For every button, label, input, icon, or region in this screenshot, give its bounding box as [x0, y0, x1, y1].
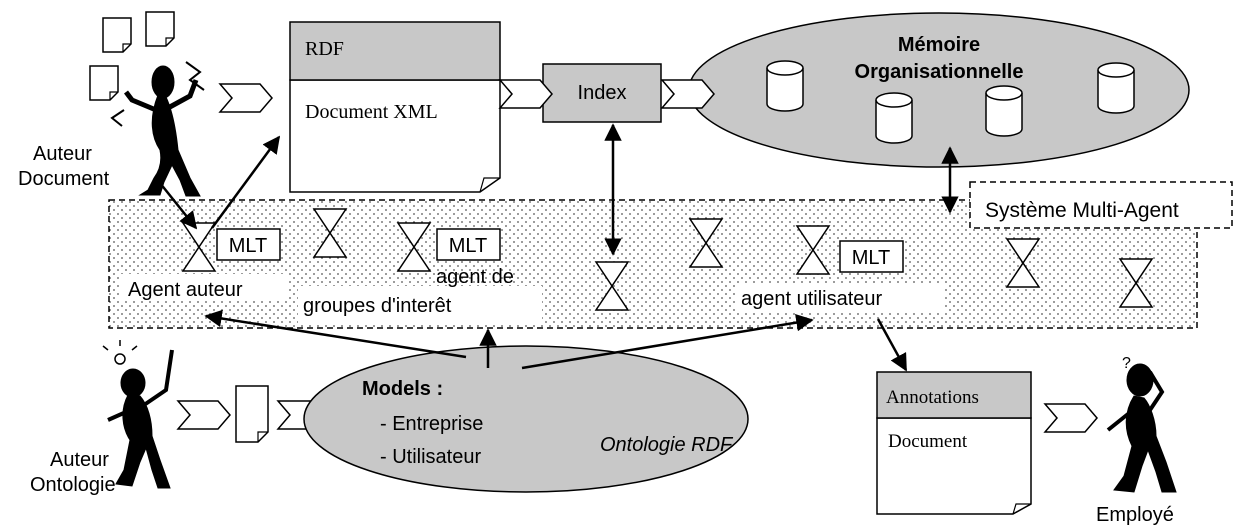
svg-text:RDF: RDF — [305, 38, 344, 60]
svg-text:MLT: MLT — [229, 235, 268, 257]
document-icon — [89, 65, 119, 101]
system-multi-agent-label: Système Multi-Agent — [969, 181, 1233, 229]
author-document-label: Auteur — [33, 143, 92, 165]
author-ontology-figure-icon — [102, 340, 174, 489]
document-icon — [235, 385, 269, 443]
connection-arrows — [155, 123, 959, 372]
database-icon — [875, 92, 913, 144]
svg-text:Ontologie RDF: Ontologie RDF — [600, 434, 734, 456]
flow-chevron-icon — [177, 400, 231, 430]
svg-text:MLT: MLT — [449, 235, 488, 257]
author-ontology-label: Auteur — [50, 449, 109, 471]
agent-user-label: agent utilisateur — [741, 288, 883, 310]
svg-text:Models :: Models : — [362, 378, 443, 400]
document-icon — [145, 11, 175, 47]
employee-label: Employé — [1096, 504, 1174, 526]
svg-text:MLT: MLT — [852, 247, 891, 269]
mlt-box: MLT — [436, 228, 501, 261]
svg-text:Mémoire: Mémoire — [898, 34, 980, 56]
mlt-box: MLT — [839, 240, 904, 273]
index-box: Index — [542, 63, 662, 123]
agent-interest-label-1: agent de — [436, 266, 514, 288]
svg-text:Document: Document — [888, 431, 968, 452]
flow-chevron-icon — [219, 83, 273, 113]
svg-text:Document XML: Document XML — [305, 101, 438, 123]
svg-text:Index: Index — [578, 82, 627, 104]
organisational-memory: Mémoire Organisationnelle — [688, 12, 1190, 168]
flow-chevron-icon — [499, 79, 553, 109]
ontology-models: Models : - Entreprise - Utilisateur Onto… — [303, 345, 749, 493]
database-icon — [985, 85, 1023, 137]
author-ontology-label: Ontologie — [30, 474, 116, 496]
annotations-header — [876, 371, 1032, 419]
author-document-figure-icon — [110, 61, 205, 197]
flow-chevron-icon — [1044, 403, 1098, 433]
database-icon — [766, 60, 804, 112]
rdf-header — [289, 21, 501, 81]
flow-chevron-icon — [661, 79, 715, 109]
agent-author-label: Agent auteur — [128, 279, 243, 301]
svg-text:Organisationnelle: Organisationnelle — [855, 61, 1024, 83]
document-icon — [102, 17, 132, 53]
svg-text:?: ? — [1122, 355, 1131, 372]
employee-figure-icon: ? — [1106, 355, 1177, 493]
database-icon — [1097, 62, 1135, 114]
mlt-box: MLT — [216, 228, 281, 261]
svg-text:Système Multi-Agent: Système Multi-Agent — [985, 199, 1179, 222]
author-document-label: Document — [18, 168, 110, 190]
annotations-document-box: Annotations Document — [876, 371, 1032, 515]
agent-interest-label-2: groupes d'interêt — [303, 295, 452, 317]
svg-text:- Entreprise: - Entreprise — [380, 413, 483, 435]
svg-text:Annotations: Annotations — [886, 387, 979, 408]
svg-text:- Utilisateur: - Utilisateur — [380, 446, 481, 468]
rdf-document-box: RDF Document XML — [289, 21, 501, 193]
